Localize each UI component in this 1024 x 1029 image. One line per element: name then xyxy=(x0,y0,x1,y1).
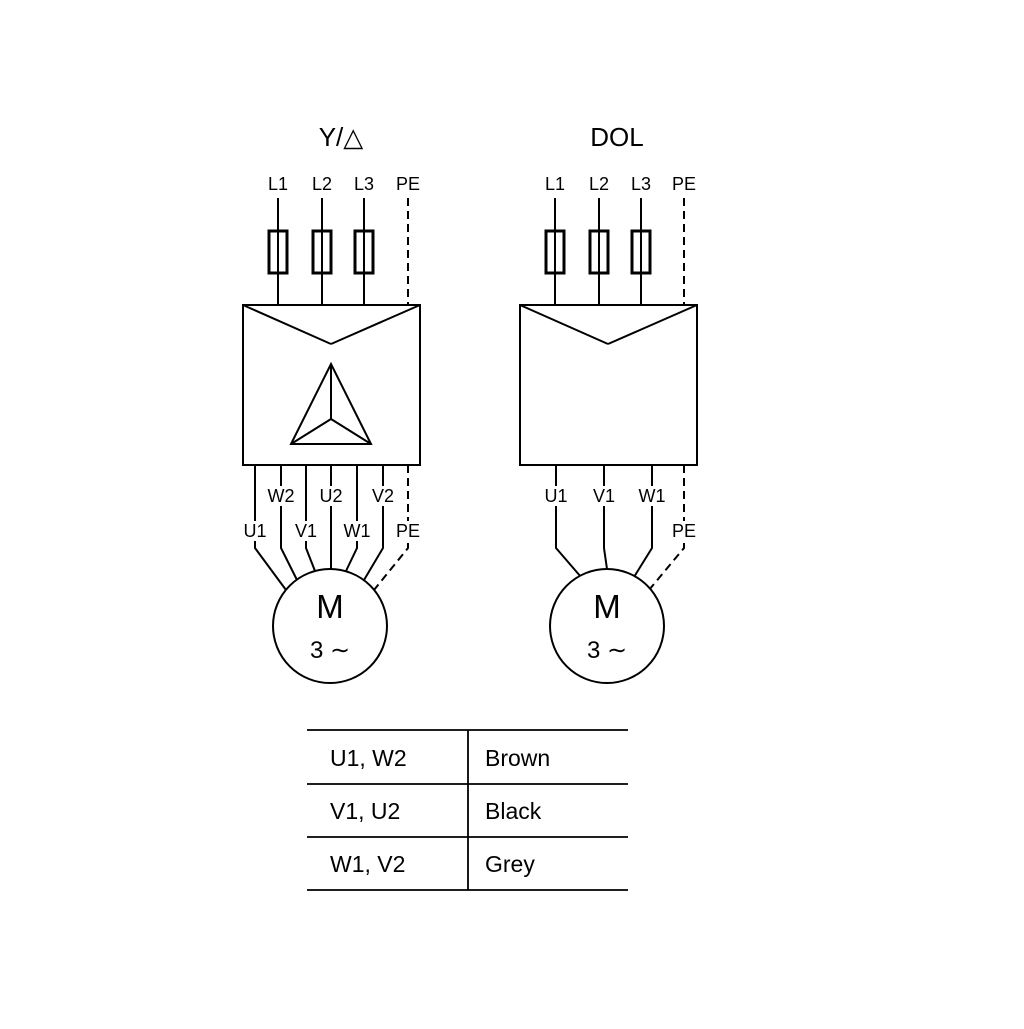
yd-label-bg xyxy=(239,521,271,541)
delta-symbol-triangle xyxy=(289,361,373,445)
yd-terminal-l1: L1 xyxy=(268,174,288,194)
dol-lead-label-w1: W1 xyxy=(639,486,666,506)
yd-lead-label-u1: U1 xyxy=(243,521,266,541)
yd-lead-w1 xyxy=(345,465,358,572)
dol-lead-label-v1: V1 xyxy=(593,486,615,506)
yd-motor-letter: M xyxy=(316,588,344,625)
table-cell-color-2: Black xyxy=(485,798,542,824)
wire-color-table: U1, W2 Brown V1, U2 Black W1, V2 Grey xyxy=(307,729,628,891)
yd-lead-u1 xyxy=(254,465,287,591)
yd-label-bg xyxy=(315,486,347,506)
yd-diagram-title: Y/△ xyxy=(319,122,364,152)
table-cell-terminals-3: W1, V2 xyxy=(330,851,405,877)
dol-motor-letter: M xyxy=(593,588,621,625)
dol-lead-label-pe: PE xyxy=(672,521,696,541)
dol-fuse-l2 xyxy=(588,229,610,275)
yd-lead-label-v1: V1 xyxy=(295,521,317,541)
dol-lead-w1 xyxy=(633,465,653,578)
dol-terminal-l3: L3 xyxy=(631,174,651,194)
yd-lead-v1 xyxy=(305,465,316,572)
table-cell-color-3: Grey xyxy=(485,851,535,877)
yd-terminal-l3: L3 xyxy=(354,174,374,194)
dol-terminal-l2: L2 xyxy=(589,174,609,194)
yd-lead-label-pe: PE xyxy=(396,521,420,541)
yd-motor-phases: 3 ∼ xyxy=(310,637,350,664)
dol-motor-phases: 3 ∼ xyxy=(587,637,627,664)
dol-starter-chevron xyxy=(519,304,698,345)
yd-fuse-l1 xyxy=(267,229,289,275)
yd-lead-label-u2: U2 xyxy=(319,486,342,506)
dol-fuse-l1 xyxy=(544,229,566,275)
dol-diagram-title: DOL xyxy=(590,122,643,152)
yd-lead-label-w1: W1 xyxy=(344,521,371,541)
yd-label-bg xyxy=(290,521,322,541)
dol-lead-u1 xyxy=(555,465,582,578)
star-delta-diagram: Y/△ L1 L2 L3 PE W2 U2 V2 U1 V1 W1 PE M 3… xyxy=(239,122,424,684)
yd-motor-circle xyxy=(272,568,388,684)
yd-terminal-pe: PE xyxy=(396,174,420,194)
table-cell-terminals-1: U1, W2 xyxy=(330,745,407,771)
yd-label-bg xyxy=(341,521,373,541)
dol-label-bg xyxy=(668,521,700,541)
dol-terminal-pe: PE xyxy=(672,174,696,194)
yd-terminal-l2: L2 xyxy=(312,174,332,194)
yd-label-bg xyxy=(367,486,399,506)
yd-label-bg xyxy=(265,486,297,506)
dol-starter-box xyxy=(519,304,698,466)
yd-fuse-l2 xyxy=(311,229,333,275)
dol-lead-v1 xyxy=(603,465,608,570)
yd-fuse-l3 xyxy=(353,229,375,275)
dol-label-bg xyxy=(588,486,620,506)
dol-diagram: DOL L1 L2 L3 PE U1 V1 W1 PE M 3 ∼ xyxy=(519,122,700,684)
yd-lead-label-v2: V2 xyxy=(372,486,394,506)
yd-lead-label-w2: W2 xyxy=(268,486,295,506)
yd-lead-pe xyxy=(373,465,409,591)
yd-label-bg xyxy=(392,521,424,541)
table-cell-color-1: Brown xyxy=(485,745,550,771)
dol-motor-circle xyxy=(549,568,665,684)
dol-label-bg xyxy=(540,486,572,506)
dol-fuse-l3 xyxy=(630,229,652,275)
table-cell-terminals-2: V1, U2 xyxy=(330,798,400,824)
dol-terminal-l1: L1 xyxy=(545,174,565,194)
delta-symbol-inner-lines xyxy=(290,364,372,445)
yd-starter-chevron xyxy=(242,304,421,345)
dol-lead-label-u1: U1 xyxy=(544,486,567,506)
dol-lead-pe xyxy=(648,465,685,591)
dol-label-bg xyxy=(636,486,668,506)
